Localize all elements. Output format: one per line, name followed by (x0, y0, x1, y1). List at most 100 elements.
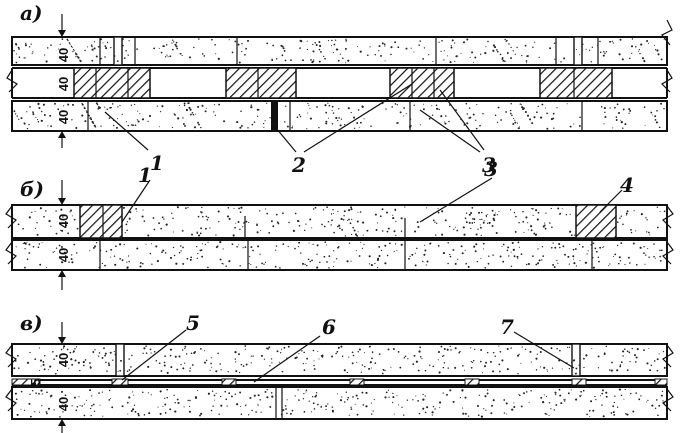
stipple-dot (650, 111, 653, 114)
stipple-dot (513, 117, 515, 119)
stipple-dot (516, 46, 518, 49)
stipple-dot (529, 118, 532, 121)
stipple-dot (159, 412, 162, 415)
stipple-dot (250, 264, 252, 266)
stipple-dot (347, 396, 350, 399)
stipple-dot (583, 357, 585, 360)
stipple-dot (256, 108, 259, 111)
stipple-dot (163, 364, 166, 367)
stipple-dot (137, 412, 140, 415)
stipple-dot (31, 211, 33, 214)
stipple-dot (102, 42, 104, 44)
panel-a-bottom-layer (11, 100, 668, 132)
stipple-dot (217, 210, 220, 213)
stipple-dot (312, 60, 315, 63)
stipple-dot (336, 48, 339, 51)
stipple-dot (419, 346, 422, 349)
stipple-dot (555, 393, 557, 396)
stipple-dot (38, 392, 40, 395)
stipple-dot (38, 107, 41, 109)
stipple-dot (300, 252, 302, 254)
stipple-dot (177, 117, 180, 120)
stipple-dot (159, 110, 162, 113)
stipple-dot (504, 38, 506, 41)
stipple-dot (520, 253, 523, 255)
stipple-dot (546, 413, 548, 415)
stipple-dot (234, 40, 237, 43)
stipple-dot (68, 261, 70, 263)
stipple-dot (86, 399, 88, 401)
stipple-dot (245, 220, 248, 223)
stipple-dot (494, 114, 497, 117)
stipple-dot (392, 348, 395, 350)
stipple-dot (249, 255, 251, 258)
stipple-dot (49, 365, 52, 368)
stipple-dot (335, 352, 337, 355)
stipple-dot (559, 213, 561, 215)
stipple-dot (321, 223, 323, 226)
stipple-dot (331, 122, 334, 125)
stipple-dot (612, 411, 615, 414)
stipple-dot (342, 219, 345, 221)
stipple-dot (464, 396, 467, 399)
stipple-dot (512, 50, 514, 52)
stipple-dot (643, 59, 645, 62)
stipple-dot (485, 214, 488, 217)
stipple-dot (464, 369, 466, 371)
stipple-dot (482, 242, 485, 245)
stipple-dot (450, 46, 453, 49)
stipple-dot (562, 245, 565, 248)
stipple-dot (259, 399, 261, 401)
stipple-dot (471, 207, 474, 209)
stipple-dot (560, 402, 563, 405)
stipple-dot (16, 413, 19, 416)
stipple-dot (376, 222, 379, 224)
stipple-dot (588, 49, 591, 51)
stipple-dot (191, 111, 194, 114)
stipple-dot (632, 242, 635, 245)
stipple-dot (568, 263, 570, 265)
stipple-dot (39, 207, 42, 210)
stipple-dot (156, 260, 159, 263)
stipple-dot (13, 49, 15, 52)
stipple-dot (213, 111, 215, 113)
stipple-dot (616, 103, 619, 106)
stipple-dot (491, 209, 494, 212)
stipple-dot (123, 57, 126, 59)
stipple-dot (622, 355, 624, 357)
stipple-dot (551, 226, 553, 228)
stipple-dot (160, 51, 163, 54)
stipple-dot (470, 366, 473, 369)
stipple-dot (139, 261, 142, 264)
stipple-dot (201, 243, 204, 245)
stipple-dot (392, 396, 395, 399)
stipple-dot (585, 48, 587, 50)
stipple-dot (405, 47, 408, 50)
stipple-dot (578, 243, 581, 246)
stipple-dot (447, 241, 449, 244)
stipple-dot (647, 42, 650, 44)
stipple-dot (62, 347, 65, 349)
stipple-dot (284, 121, 286, 123)
stipple-dot (40, 119, 43, 122)
stipple-dot (596, 44, 599, 46)
stipple-dot (370, 125, 372, 127)
stipple-dot (516, 255, 519, 258)
stipple-dot (473, 348, 476, 351)
stipple-dot (67, 103, 70, 106)
stipple-dot (84, 120, 87, 123)
stipple-dot (514, 230, 517, 233)
panel-a-dimensions: 40 40 40 (56, 14, 71, 148)
stipple-dot (333, 250, 335, 252)
stipple-dot (55, 232, 58, 235)
stipple-dot (61, 261, 64, 264)
stipple-dot (344, 235, 347, 237)
stipple-dot (475, 127, 478, 130)
stipple-dot (441, 210, 444, 213)
stipple-dot (394, 243, 397, 245)
stipple-dot (17, 223, 20, 226)
stipple-dot (479, 224, 481, 226)
stipple-dot (573, 262, 576, 265)
stipple-dot (298, 224, 301, 227)
stipple-dot (291, 409, 294, 412)
